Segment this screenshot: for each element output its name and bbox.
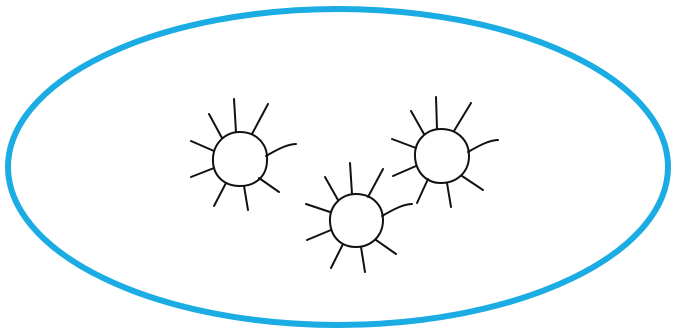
spiky-cell-icon [392,97,498,207]
spiky-cell-icon [191,99,296,210]
spiky-cell-icon [306,163,412,272]
enclosing-ellipse [8,9,668,325]
cell-body [330,194,383,247]
cell-body [415,129,469,183]
